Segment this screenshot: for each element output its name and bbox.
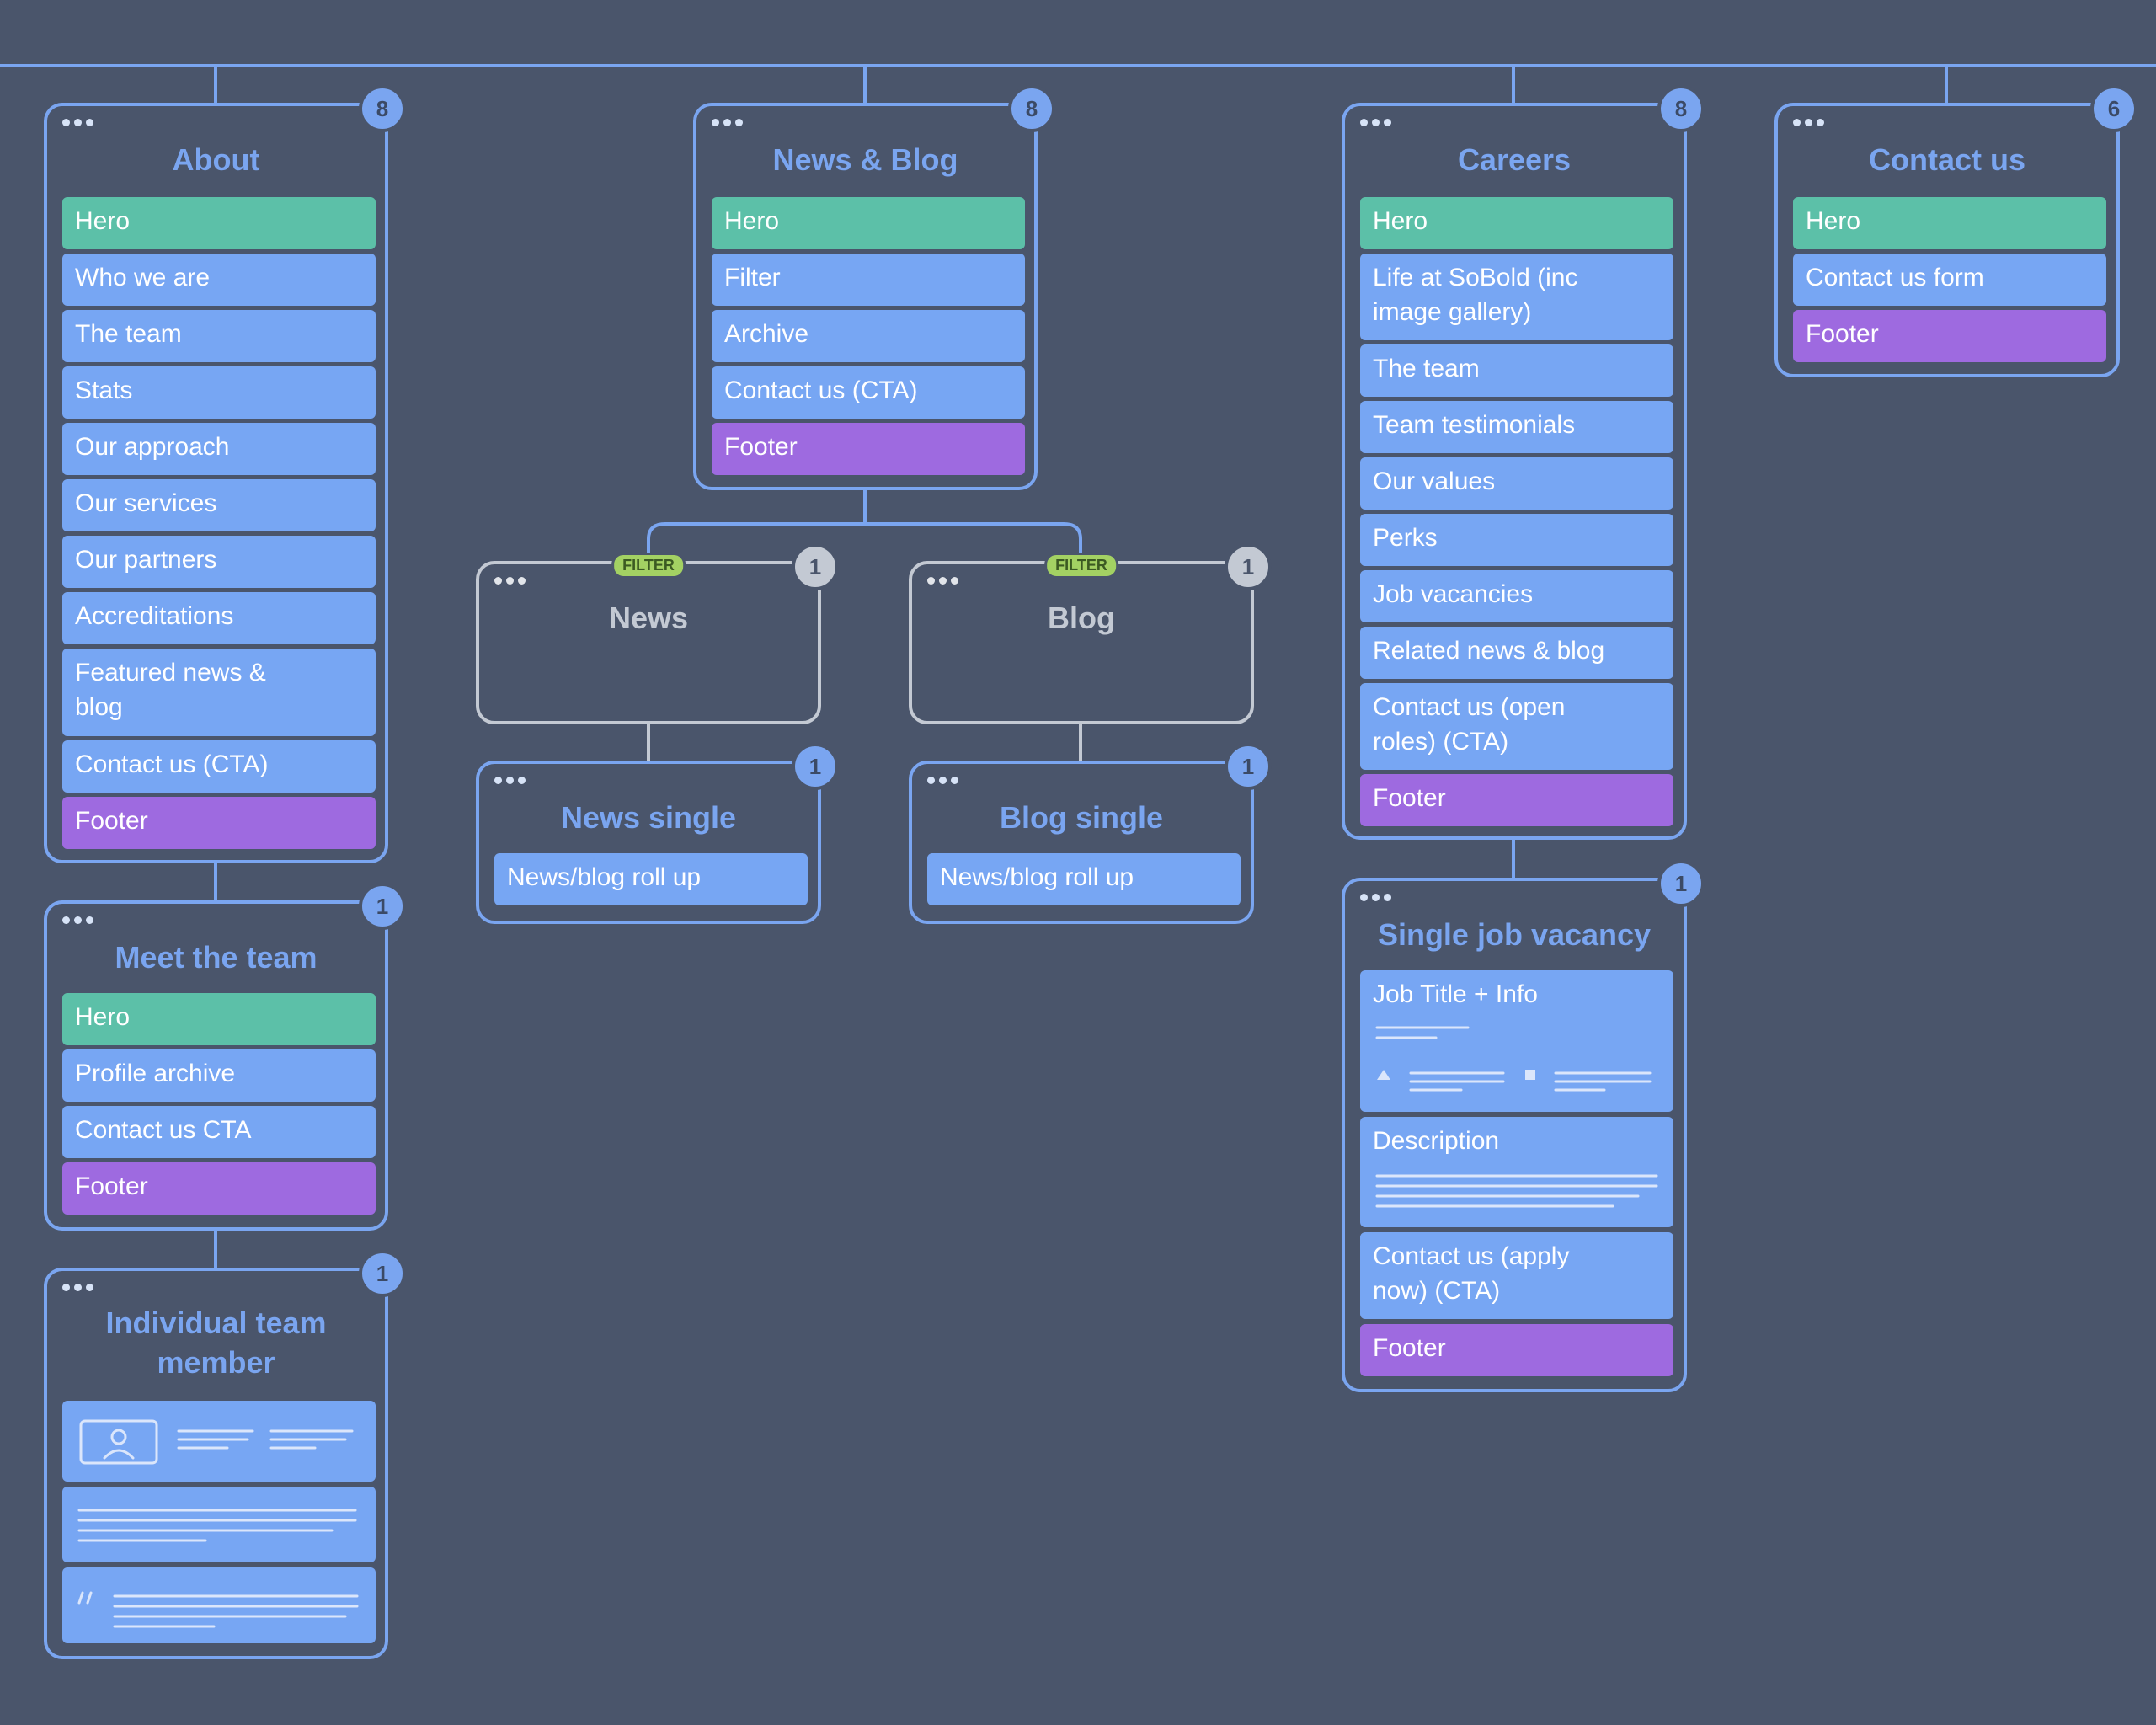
profile-icon xyxy=(79,1419,354,1465)
more-options-icon[interactable] xyxy=(62,1284,93,1291)
card-blog-single[interactable]: 1 Blog single News/blog roll up xyxy=(909,743,1272,924)
card-meet-the-team[interactable]: 1 Meet the team Hero Profile archive Con… xyxy=(44,883,406,1231)
section-count-badge: 8 xyxy=(359,85,406,132)
more-options-icon[interactable] xyxy=(494,577,526,585)
section-count-badge: 8 xyxy=(1657,85,1705,132)
section-row[interactable]: Hero xyxy=(62,993,376,1045)
section-row[interactable]: Contact us CTA xyxy=(62,1106,376,1158)
more-options-icon[interactable] xyxy=(1360,894,1391,901)
section-row[interactable]: News/blog roll up xyxy=(494,853,808,905)
text-lines-icon xyxy=(77,1509,357,1542)
section-label: Job Title + Info xyxy=(1373,980,1538,1008)
section-label: Description xyxy=(1373,1127,1500,1155)
section-row[interactable]: Filter xyxy=(712,254,1025,306)
section-row[interactable]: Our partners xyxy=(62,536,376,588)
card-title: News single xyxy=(560,800,737,835)
section-row[interactable]: Stats xyxy=(62,366,376,419)
card-news-blog[interactable]: 8 News & Blog Hero Filter Archive Contac… xyxy=(693,85,1055,490)
section-count-badge: 1 xyxy=(1225,543,1272,590)
card-title: Careers xyxy=(1457,142,1572,177)
section-row[interactable]: Archive xyxy=(712,310,1025,362)
card-title: News & Blog xyxy=(772,142,958,177)
section-row[interactable]: Footer xyxy=(1360,774,1673,826)
section-row[interactable]: Footer xyxy=(62,1162,376,1215)
section-count-badge: 1 xyxy=(1657,860,1705,907)
more-options-icon[interactable] xyxy=(62,916,93,924)
section-count-badge: 1 xyxy=(359,1250,406,1297)
section-row[interactable]: Hero xyxy=(1793,197,2106,249)
section-row[interactable]: Life at SoBold (inc image gallery) xyxy=(1360,254,1673,340)
quote-block[interactable] xyxy=(62,1567,376,1643)
more-options-icon[interactable] xyxy=(1360,119,1391,126)
section-row[interactable]: Contact us form xyxy=(1793,254,2106,306)
profile-block[interactable] xyxy=(62,1401,376,1482)
section-row[interactable]: Who we are xyxy=(62,254,376,306)
section-row[interactable]: Profile archive xyxy=(62,1049,376,1102)
section-count-badge: 1 xyxy=(792,743,839,790)
card-contact-us[interactable]: 6 Contact us Hero Contact us form Footer xyxy=(1774,85,2137,377)
card-title: News xyxy=(608,601,689,635)
quote-icon xyxy=(77,1591,359,1628)
section-row[interactable]: Hero xyxy=(1360,197,1673,249)
section-row[interactable]: News/blog roll up xyxy=(927,853,1241,905)
connector-news-blog-children xyxy=(647,490,1082,561)
section-row[interactable]: Contact us (open roles) (CTA) xyxy=(1360,683,1673,770)
section-count-badge: 6 xyxy=(2090,85,2137,132)
card-title: Contact us xyxy=(1868,142,2025,177)
description-lines-icon xyxy=(1375,1174,1658,1208)
section-row[interactable]: The team xyxy=(1360,344,1673,397)
section-row[interactable]: Footer xyxy=(1360,1324,1673,1376)
section-count-badge: 1 xyxy=(792,543,839,590)
section-row[interactable]: Team testimonials xyxy=(1360,401,1673,453)
card-news-single[interactable]: 1 News single News/blog roll up xyxy=(476,743,839,924)
filter-tag: FILTER xyxy=(1044,553,1118,579)
more-options-icon[interactable] xyxy=(494,777,526,784)
card-about[interactable]: 8 About Hero Who we are The team Stats O… xyxy=(44,85,406,863)
card-news[interactable]: FILTER 1 News xyxy=(476,543,839,724)
more-options-icon[interactable] xyxy=(927,577,958,585)
section-row[interactable]: Contact us (CTA) xyxy=(62,740,376,793)
section-count-badge: 1 xyxy=(1225,743,1272,790)
section-row[interactable]: Hero xyxy=(712,197,1025,249)
section-row[interactable]: Footer xyxy=(712,423,1025,475)
more-options-icon[interactable] xyxy=(62,119,93,126)
card-title: Single job vacancy xyxy=(1377,917,1652,952)
section-row[interactable]: Hero xyxy=(62,197,376,249)
card-single-job-vacancy[interactable]: 1 Single job vacancy Job Title + Info xyxy=(1342,860,1705,1392)
filter-tag: FILTER xyxy=(611,553,686,579)
section-row[interactable]: The team xyxy=(62,310,376,362)
section-row[interactable]: Job vacancies xyxy=(1360,570,1673,622)
section-row[interactable]: Contact us (apply now) (CTA) xyxy=(1360,1232,1673,1319)
section-row[interactable]: Related news & blog xyxy=(1360,627,1673,679)
section-count-badge: 1 xyxy=(359,883,406,930)
job-info-lines-icon xyxy=(1375,1026,1652,1092)
section-row[interactable]: Featured news & blog xyxy=(62,649,376,736)
card-title: Meet the team xyxy=(115,940,318,975)
section-row[interactable]: Accreditations xyxy=(62,592,376,644)
section-row[interactable]: Description xyxy=(1360,1117,1673,1227)
more-options-icon[interactable] xyxy=(927,777,958,784)
section-row[interactable]: Our values xyxy=(1360,457,1673,510)
section-row[interactable]: Footer xyxy=(1793,310,2106,362)
more-options-icon[interactable] xyxy=(712,119,743,126)
card-careers[interactable]: 8 Careers Hero Life at SoBold (inc image… xyxy=(1342,85,1705,840)
card-blog[interactable]: FILTER 1 Blog xyxy=(909,543,1272,724)
section-row[interactable]: Footer xyxy=(62,797,376,849)
section-row[interactable]: Perks xyxy=(1360,514,1673,566)
section-row[interactable]: Job Title + Info xyxy=(1360,970,1673,1112)
card-title: About xyxy=(172,142,260,177)
card-individual-team-member[interactable]: 1 Individual team member xyxy=(44,1250,406,1659)
card-title: Blog single xyxy=(999,800,1163,835)
text-block[interactable] xyxy=(62,1487,376,1562)
card-title: Individual team member xyxy=(105,1306,327,1380)
card-title: Blog xyxy=(1048,601,1115,635)
section-row[interactable]: Our services xyxy=(62,479,376,531)
section-row[interactable]: Our approach xyxy=(62,423,376,475)
section-row[interactable]: Contact us (CTA) xyxy=(712,366,1025,419)
more-options-icon[interactable] xyxy=(1793,119,1824,126)
section-count-badge: 8 xyxy=(1008,85,1055,132)
